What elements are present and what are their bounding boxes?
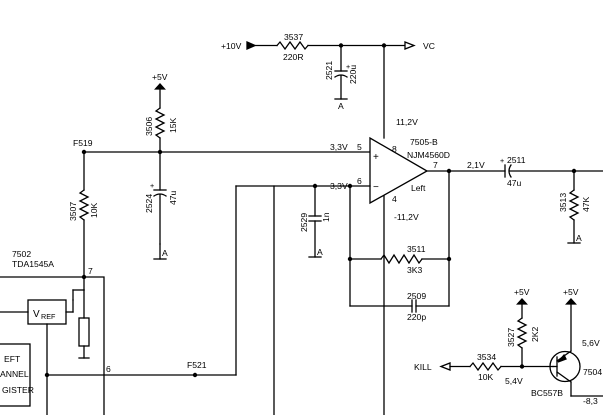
plus10v-label: +10V <box>221 41 242 51</box>
svg-text:+: + <box>500 156 504 165</box>
r3511-ref: 3511 <box>407 244 426 254</box>
svg-text:+: + <box>346 62 350 71</box>
vc-arrow <box>404 41 416 50</box>
svg-text:ANNEL: ANNEL <box>0 369 29 379</box>
internal-resistor <box>78 317 90 347</box>
r3527-ref: 3527 <box>506 328 516 347</box>
kill-label: KILL <box>414 362 432 372</box>
resistor-3507 <box>78 189 90 221</box>
output-network: + 2511 47u 3513 47K A <box>500 155 603 244</box>
bias-network: +5V 3506 15K F519 + 2524 47u A 3507 10K <box>68 72 371 278</box>
f519-label: F519 <box>73 138 93 148</box>
c2524-ref: 2524 <box>144 194 154 213</box>
opamp-ref: 7505-B <box>410 137 438 147</box>
c2509-value: 220p <box>407 312 426 322</box>
resistor-3527 <box>516 317 528 349</box>
r3507-value: 10K <box>89 202 99 218</box>
plus5v-label-3: +5V <box>563 287 579 297</box>
resistor-3506 <box>154 107 166 139</box>
vref-label: V <box>33 309 40 320</box>
plus-sign: + <box>373 152 379 163</box>
v-collector: -8,3 <box>583 396 598 406</box>
plus10v-arrow <box>246 41 257 50</box>
v-noninv: 3,3V <box>330 142 348 152</box>
r3527-value: 2K2 <box>530 326 540 342</box>
r3506-ref: 3506 <box>144 117 154 136</box>
ic-pin6: 6 <box>106 364 111 374</box>
pin-out: 7 <box>433 160 438 170</box>
v-base: 5,4V <box>505 376 523 386</box>
vminus-voltage: -11,2V <box>394 212 419 222</box>
c2521-ref: 2521 <box>324 61 334 80</box>
resistor-3511 <box>380 253 423 265</box>
q7504-ref: 7504 <box>583 367 602 377</box>
c2529-value: 1n <box>321 212 331 222</box>
svg-text:+: + <box>150 181 154 190</box>
v-emitter: 5,6V <box>582 338 600 348</box>
opamp-part: NJM4560D <box>407 150 450 160</box>
svg-text:EFT: EFT <box>4 354 21 364</box>
c2511-ref: 2511 <box>507 155 526 165</box>
r3507-ref: 3507 <box>68 202 78 221</box>
svg-text:A: A <box>338 101 344 111</box>
r3513-value: 47K <box>581 196 591 212</box>
svg-text:A: A <box>317 247 323 257</box>
transistor-7504 <box>549 350 581 383</box>
pin-noninv: 5 <box>357 142 362 152</box>
c2521-value: 220u <box>348 65 358 84</box>
resistor-3513 <box>568 189 580 221</box>
ic-ref: 7502 <box>12 249 31 259</box>
ic-7502: 7502 TDA1545A 7 V REF EFT ANNEL GISTER 6… <box>0 185 275 415</box>
r3511-value: 3K3 <box>407 265 423 275</box>
resistor-3534 <box>469 361 502 372</box>
plus5v-label-1: +5V <box>152 72 168 82</box>
svg-text:A: A <box>162 248 168 258</box>
minus-sign: − <box>373 182 379 193</box>
kill-circuit: KILL 3534 10K 5,4V +5V 3527 2K2 +5V 5,6V… <box>414 287 603 406</box>
ic-body <box>0 276 105 415</box>
r3513-ref: 3513 <box>558 193 568 212</box>
vc-label: VC <box>423 41 435 51</box>
svg-text:GISTER: GISTER <box>2 385 34 395</box>
r3534-value: 10K <box>478 372 494 382</box>
plus5v-label-2: +5V <box>514 287 530 297</box>
opamp-side: Left <box>411 183 426 193</box>
pin-vminus: 4 <box>392 194 397 204</box>
feedback-network: 3511 3K3 2509 220p <box>347 170 452 322</box>
kill-arrow <box>439 362 451 371</box>
pin-inv: 6 <box>357 176 362 186</box>
vplus-voltage: 11,2V <box>396 117 418 127</box>
register-block <box>0 343 31 407</box>
r3534-ref: 3534 <box>477 352 496 362</box>
opamp-triangle <box>369 136 429 205</box>
pin-vplus: 8 <box>392 144 397 154</box>
c2524-value: 47u <box>168 190 178 205</box>
c2509-ref: 2509 <box>407 291 426 301</box>
r3506-value: 15K <box>168 117 178 133</box>
supply-rail: +10V 3537 220R VC + 2521 220u A 11,2V <box>221 32 435 139</box>
r3537-ref: 3537 <box>284 32 303 42</box>
f521-label: F521 <box>187 360 207 370</box>
c2529-ref: 2529 <box>299 213 309 232</box>
r3537-value: 220R <box>283 52 304 62</box>
svg-text:A: A <box>576 233 582 243</box>
c2511-value: 47u <box>507 178 522 188</box>
q7504-part: BC557B <box>531 388 563 398</box>
ic-pin7: 7 <box>88 266 93 276</box>
ic-part: TDA1545A <box>12 259 54 269</box>
vref-sub: REF <box>41 312 56 321</box>
resistor-3537 <box>276 40 309 51</box>
opamp-7505b: 7505-B NJM4560D Left + − 5 6 8 4 7 3,3V … <box>235 136 506 415</box>
plus5v-arrow <box>154 83 166 90</box>
capacitor-2529-group: 2529 1n A <box>299 185 331 258</box>
v-out: 2,1V <box>467 160 485 170</box>
